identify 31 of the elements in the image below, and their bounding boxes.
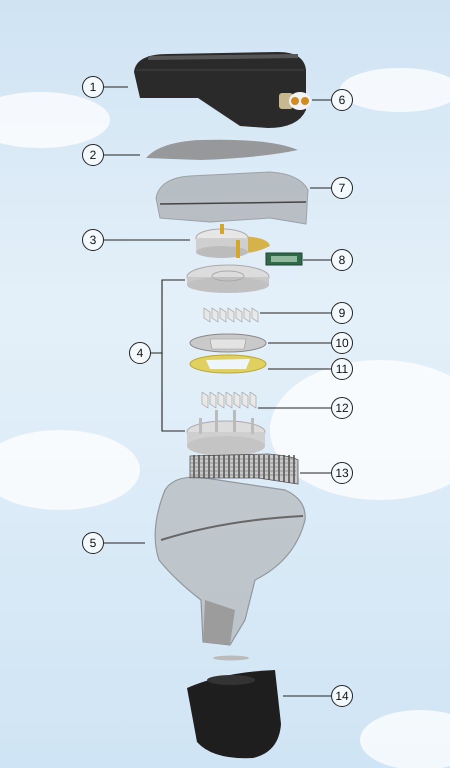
leader-line (104, 154, 140, 156)
circuit-chip-drawing (265, 252, 303, 266)
callout-number: 9 (331, 302, 353, 324)
leader-line (258, 407, 331, 409)
leader-line (268, 342, 331, 344)
leader-line (300, 472, 331, 474)
callout-number: 3 (82, 229, 104, 251)
leader-line (104, 239, 190, 241)
leader-line (283, 695, 331, 697)
leader-line (312, 99, 331, 101)
leader-line (303, 259, 331, 261)
callout-number: 8 (331, 249, 353, 271)
leader-line (268, 368, 331, 370)
leader-line (104, 542, 145, 544)
callout-number: 2 (82, 144, 104, 166)
leader-line (310, 187, 331, 189)
callout-number: 4 (129, 342, 151, 364)
callout-number: 14 (331, 685, 353, 707)
spacer-ring-drawing (188, 354, 268, 374)
leader-line (260, 312, 331, 314)
driver-frame-drawing (185, 263, 271, 295)
leader-line (104, 86, 128, 88)
callout-number: 11 (331, 358, 353, 380)
diaphragm-drawing (188, 333, 268, 353)
callout-number: 7 (331, 177, 353, 199)
driver-base-drawing (185, 408, 267, 458)
callout-number: 5 (82, 532, 104, 554)
callout-number: 6 (331, 89, 353, 111)
callout-number: 10 (331, 332, 353, 354)
callout-number: 1 (82, 76, 104, 98)
leader-line (151, 352, 185, 432)
